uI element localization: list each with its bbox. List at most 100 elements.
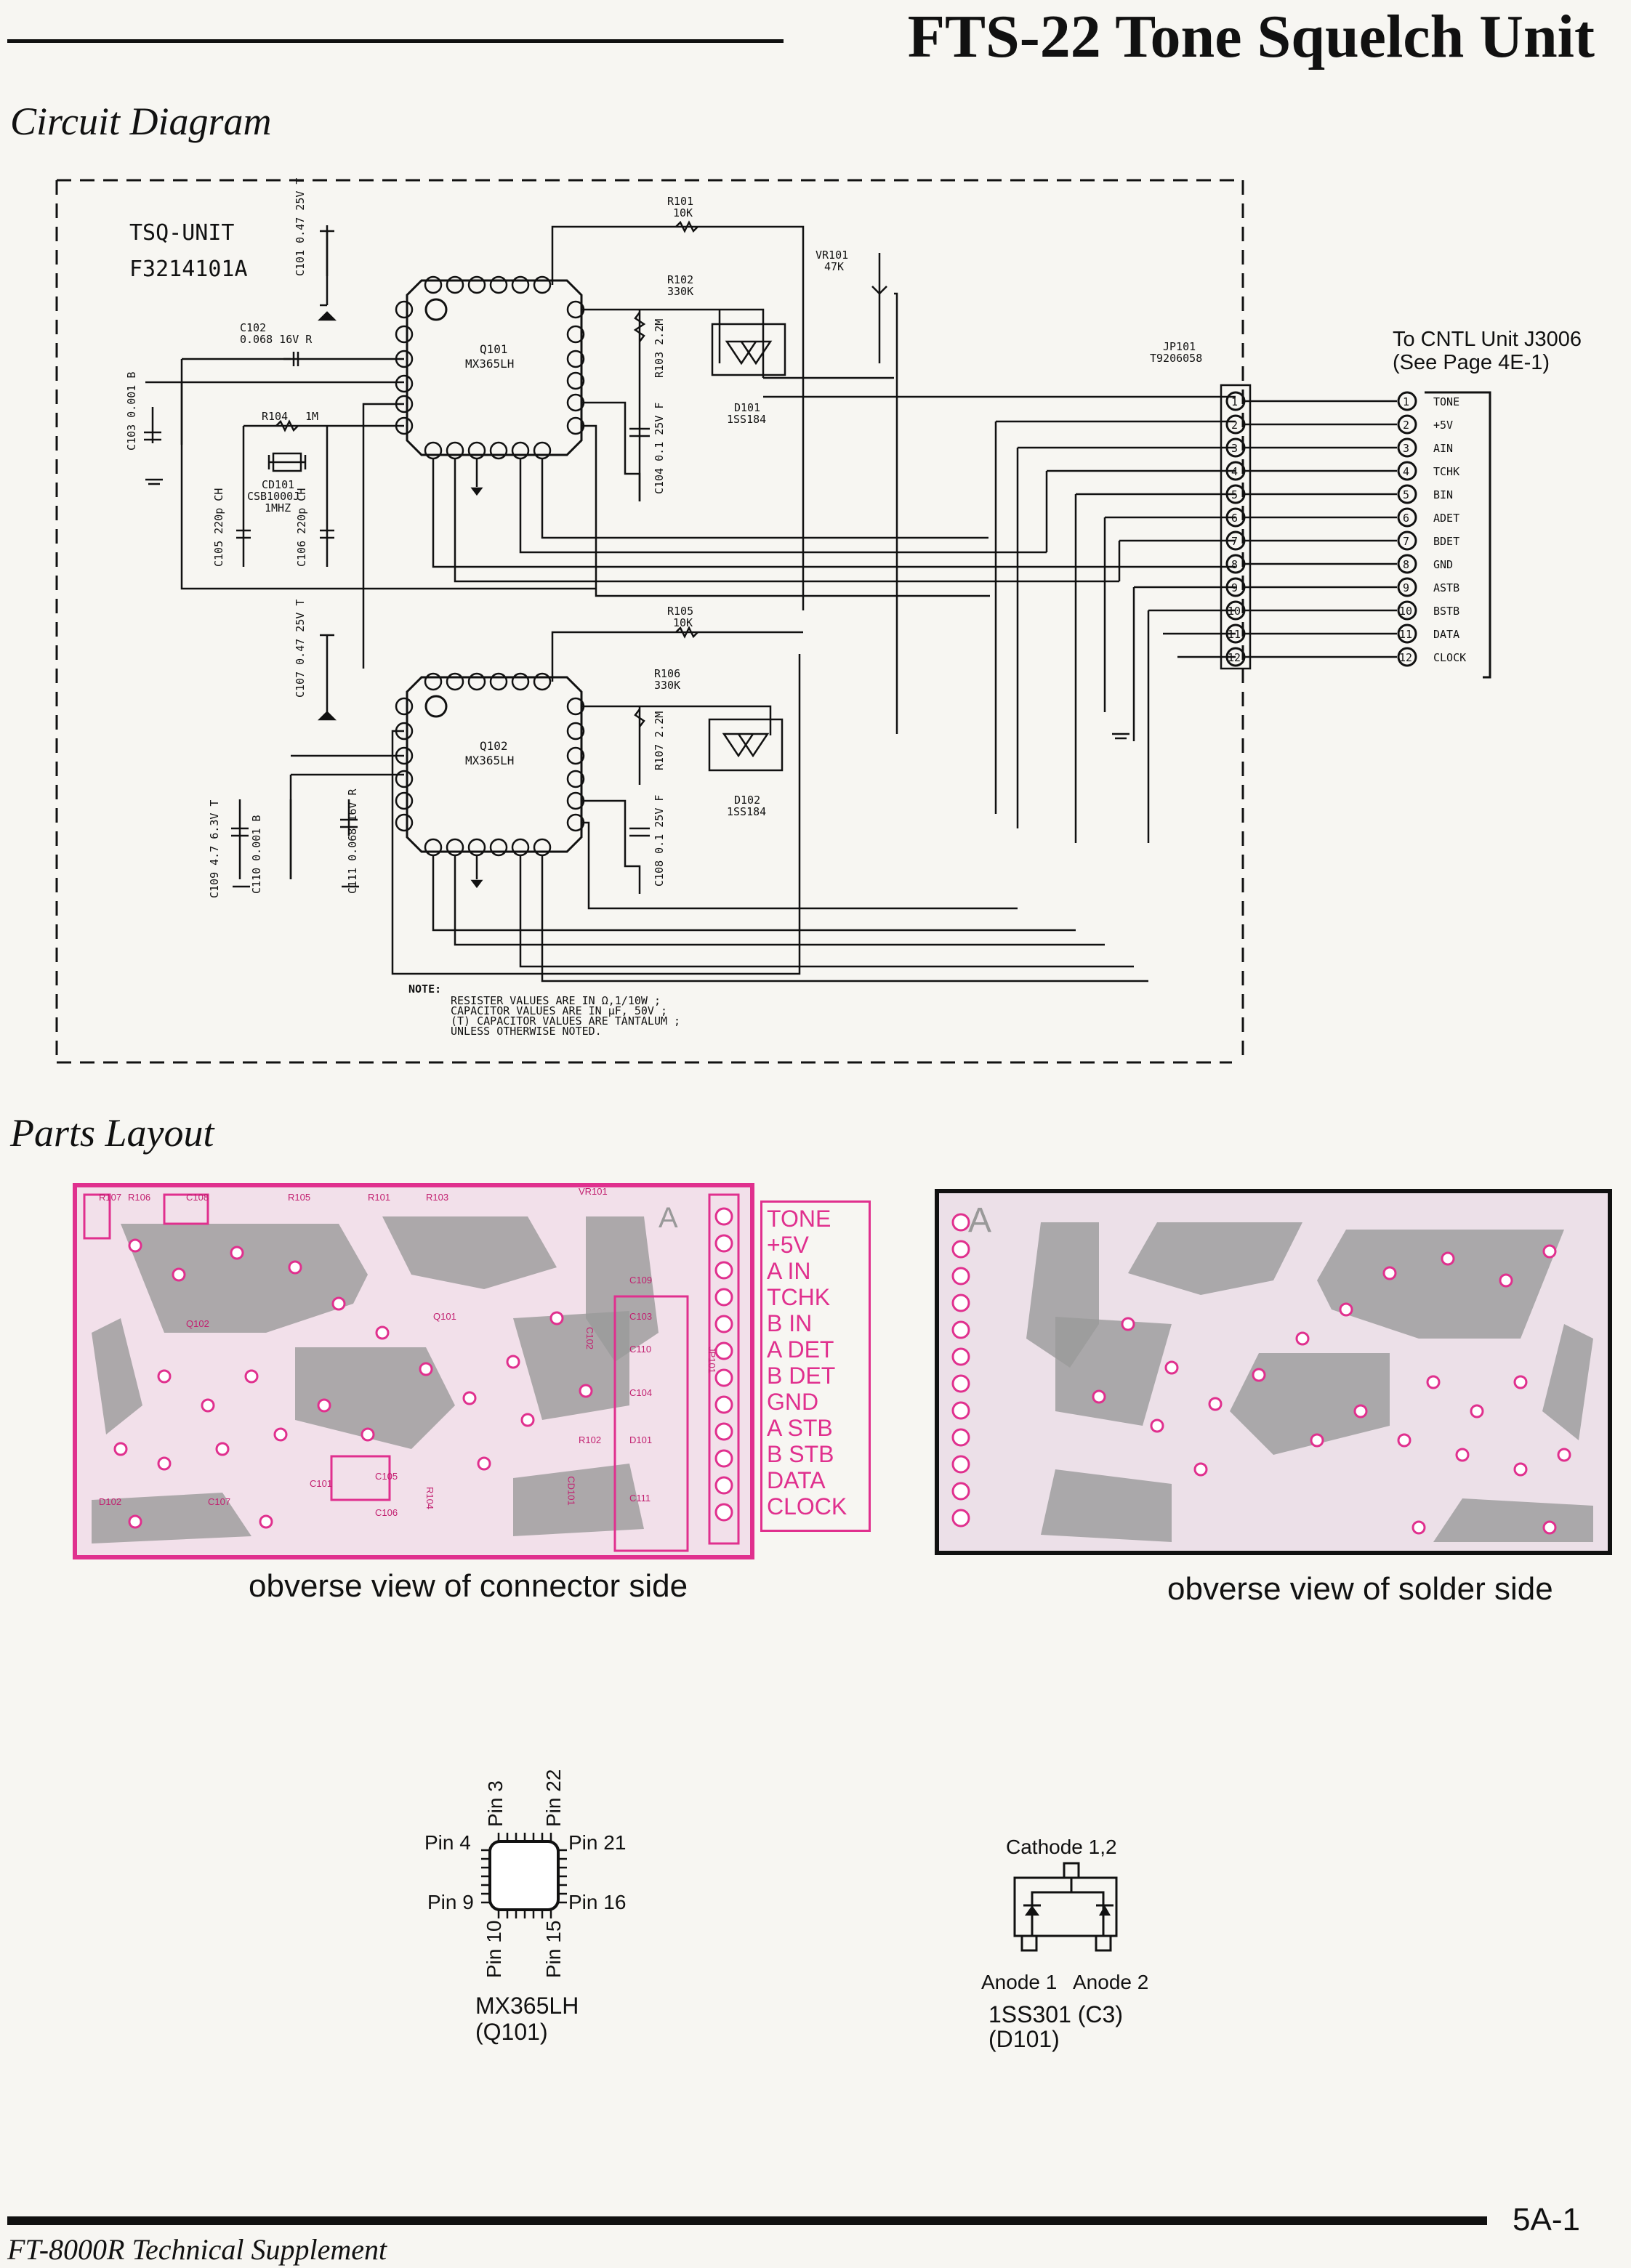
ic-package-drawing: [481, 1833, 567, 1918]
connector-signal-label: A STB: [767, 1415, 833, 1441]
cntl-pin-number: 4: [1403, 465, 1409, 478]
pcb-via-pad: [1513, 1375, 1528, 1389]
pcb-connector-pad: [951, 1482, 970, 1501]
note-line-2: CAPACITOR VALUES ARE IN μF, 50V ;: [451, 1004, 667, 1017]
pcb-via-pad: [1208, 1397, 1223, 1411]
cntl-pin: [1397, 437, 1417, 458]
pcb-connector-pad: [714, 1395, 733, 1414]
r104-ref: R104: [262, 410, 288, 423]
pcb-via-pad: [1339, 1302, 1353, 1317]
pcb-tag-q101: Q101: [433, 1311, 456, 1322]
pcb-tag-d102: D102: [99, 1496, 122, 1507]
pcb-tag-cd101: CD101: [565, 1476, 577, 1506]
cntl-pin-number: 12: [1399, 651, 1412, 664]
diode-d102-symbol: [708, 718, 784, 772]
section-heading-parts: Parts Layout: [10, 1111, 214, 1155]
d101-ref: D101: [734, 401, 760, 414]
connector-signal-label: +5V: [767, 1232, 809, 1258]
pcb-connector-pad: [714, 1368, 733, 1387]
q101-part: MX365LH: [465, 357, 514, 371]
pcb-connector-pad: [951, 1240, 970, 1259]
diode-d101-symbol: [711, 323, 786, 376]
connector-signal-label: B DET: [767, 1363, 836, 1389]
jp101-pin-number: 8: [1231, 558, 1238, 571]
cntl-pin-number: 11: [1399, 628, 1412, 641]
ic-q102: Q102 MX365LH: [395, 672, 585, 857]
c108-label: C108 0.1 25V F: [653, 795, 666, 887]
pcb-via-pad: [172, 1267, 186, 1282]
jp101-pin-number: 10: [1228, 605, 1241, 618]
c104-val: 0.1 25V F: [653, 403, 666, 461]
c110-label: C110 0.001 B: [250, 815, 263, 894]
note-title: NOTE:: [408, 982, 441, 996]
pcb-via-pad: [520, 1413, 535, 1427]
jp101-val: T9206058: [1150, 352, 1202, 365]
cntl-pin: [1397, 554, 1417, 574]
cntl-pin-number: 9: [1403, 581, 1409, 594]
connector-signal-label: B IN: [767, 1310, 813, 1336]
cntl-bracket: [1425, 391, 1491, 679]
unit-code: F3214101A: [129, 257, 248, 282]
pcb-via-pad: [157, 1456, 172, 1471]
cntl-pin: [1397, 577, 1417, 597]
ic-pin15-label: Pin 15: [542, 1920, 565, 1978]
pcb-via-pad: [1164, 1360, 1179, 1375]
cntl-pin: [1397, 647, 1417, 667]
pcb-via-pad: [317, 1398, 331, 1413]
pcb-via-pad: [506, 1355, 520, 1369]
pcb-via-pad: [1441, 1251, 1455, 1266]
cntl-pin-number: 6: [1403, 512, 1409, 525]
pcb-connector-pad: [714, 1449, 733, 1468]
r103-ref: R103: [653, 352, 666, 378]
caption-connector-side: obverse view of connector side: [249, 1568, 688, 1604]
q102-part: MX365LH: [465, 754, 514, 767]
pcb-connector-pad: [714, 1207, 733, 1226]
r101-val: 10K: [673, 206, 693, 219]
ic-q101: Q101 MX365LH: [395, 275, 585, 460]
pcb-via-pad: [128, 1514, 142, 1529]
d102-ref: D102: [734, 794, 760, 807]
ic-package-ref: (Q101): [475, 2019, 548, 2045]
c105-ref: C105: [212, 541, 225, 567]
pcb-tag-c109: C109: [629, 1275, 653, 1286]
pcb-tag-r107: R107: [99, 1192, 122, 1203]
pcb-connector-pad: [714, 1476, 733, 1495]
cd101-val: CSB1000J: [247, 490, 299, 503]
pcb-via-pad: [1499, 1273, 1513, 1288]
vr101-val: 47K: [824, 260, 844, 273]
cntl-signal-label: ADET: [1433, 512, 1459, 525]
c104-label: C104 0.1 25V F: [653, 403, 666, 494]
pcb-connector-pad: [714, 1341, 733, 1360]
c109-ref: C109: [208, 872, 221, 898]
note-line-1: RESISTER VALUES ARE IN Ω,1/10W ;: [451, 994, 661, 1007]
solder-marker-a: A: [968, 1201, 992, 1240]
c107-val: 0.47 25V T: [294, 600, 307, 665]
c111-label: C111 0.068 16V R: [346, 788, 359, 894]
c106-val: 220p CH: [295, 488, 308, 534]
pcb-connector-pad: [951, 1294, 970, 1312]
pcb-via-pad: [157, 1369, 172, 1384]
connector-jp101: [1220, 384, 1252, 670]
jp101-pin-number: 7: [1231, 535, 1238, 548]
connector-signal-label: TCHK: [767, 1284, 831, 1310]
pcb-via-pad: [549, 1311, 564, 1325]
c103-val: 0.001 B: [125, 372, 138, 418]
pcb-via-pad: [259, 1514, 273, 1529]
jp101-pin-number: 12: [1228, 651, 1241, 664]
pcb-via-pad: [1513, 1462, 1528, 1477]
c107-label: C107 0.47 25V T: [294, 600, 307, 698]
ic-pin16-label: Pin 16: [568, 1891, 627, 1913]
pcb-tag-c101: C101: [310, 1478, 333, 1489]
pcb-tag-c107: C107: [208, 1496, 231, 1507]
pcb-connector-side: R107 R106 C108 R105 R101 R103 VR101 A C1…: [73, 1183, 754, 1559]
pcb-connector-pad: [951, 1374, 970, 1393]
pcb-tag-c110: C110: [629, 1344, 652, 1355]
cntl-signal-label: GND: [1433, 558, 1453, 571]
pcb-via-pad: [1310, 1433, 1324, 1448]
pcb-via-pad: [1295, 1331, 1310, 1346]
cntl-signal-label: CLOCK: [1433, 651, 1466, 664]
jp101-ref: JP101: [1163, 340, 1196, 353]
r102-val: 330K: [667, 285, 693, 298]
ic-pin22-label: Pin 22: [542, 1769, 565, 1827]
